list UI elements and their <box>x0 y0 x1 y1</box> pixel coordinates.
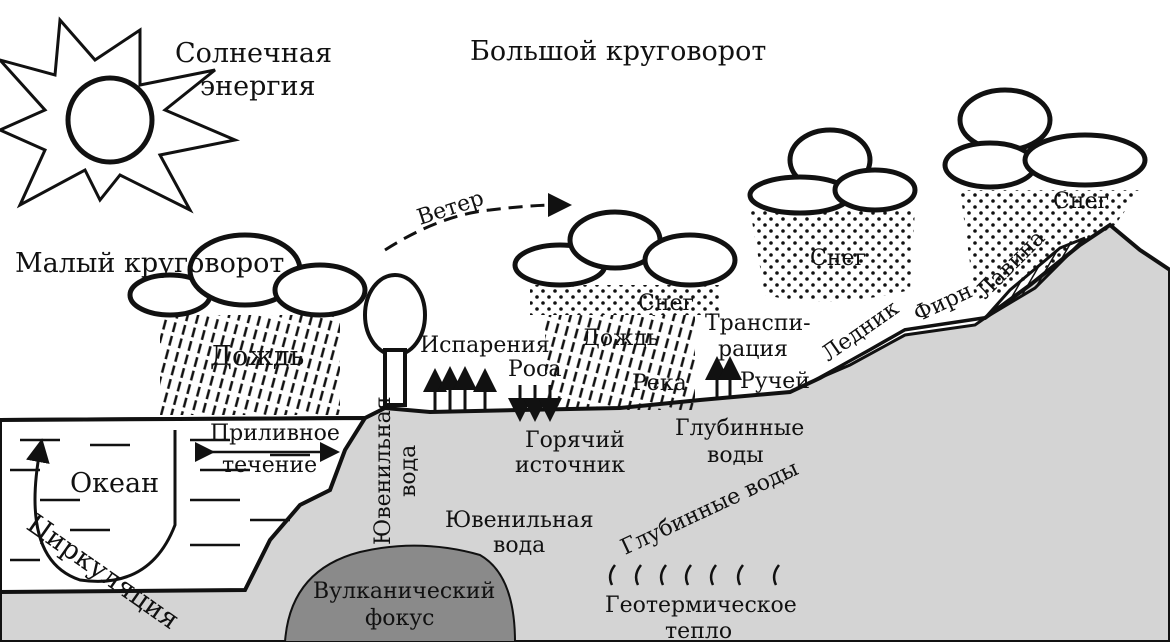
sun-icon <box>0 16 241 214</box>
volcanic-label-1: Вулканический <box>313 579 495 604</box>
cloud-right1 <box>747 127 918 216</box>
wind-arrow <box>384 193 572 252</box>
juvenile-label-2: вода <box>493 533 545 558</box>
rain-left-label: Дождь <box>210 341 304 372</box>
tree <box>363 273 427 407</box>
deep-water-1-label-1: Глубинные <box>675 416 804 441</box>
glacier <box>814 316 986 382</box>
geothermal-label-2: тепло <box>665 619 732 642</box>
dew-arrows <box>508 385 562 422</box>
circulation-arrow <box>26 430 177 583</box>
snow-right2-label: Снег <box>1053 189 1109 214</box>
geothermal-arrows <box>608 564 780 586</box>
wind-label: Ветер <box>414 186 487 231</box>
rain-mid <box>545 315 695 410</box>
snow-mid-label: Снег <box>638 291 694 316</box>
volcanic-focus <box>283 544 517 642</box>
juvenile-vertical-label-2: вода <box>396 445 421 497</box>
rain-mid-label: Дождь <box>582 326 659 351</box>
transpiration-label-1: Транспи- <box>705 311 811 336</box>
tidal-label-1: Приливное <box>210 421 340 446</box>
hot-spring-label-2: источник <box>515 453 625 478</box>
sun-label-1: Солнечная <box>175 38 332 69</box>
evaporation-label: Испарения <box>420 333 550 358</box>
geothermal-label-1: Геотермическое <box>605 593 797 618</box>
deep-water-1-label-2: воды <box>707 443 764 468</box>
cloud-left <box>127 232 368 318</box>
cloud-right2 <box>942 87 1148 190</box>
snow-right2 <box>960 190 1140 300</box>
transpiration-label-2: рация <box>718 337 788 362</box>
river-label: Река <box>632 371 687 396</box>
volcanic-label-2: фокус <box>365 606 434 631</box>
evaporation-arrows <box>423 366 497 410</box>
ocean-label: Океан <box>70 468 159 499</box>
tidal-label-2: течение <box>222 453 317 478</box>
juvenile-vertical-label-1: Ювенильная <box>371 396 396 545</box>
small-cycle-label: Малый круговорот <box>15 248 284 279</box>
hot-spring-label-1: Горячий <box>525 428 625 453</box>
stream-label: Ручей <box>740 369 810 394</box>
cloud-mid <box>512 209 738 288</box>
title: Большой круговорот <box>470 36 766 67</box>
snow-right1 <box>750 210 915 302</box>
snow-mid <box>530 285 720 315</box>
dew-label: Роса <box>508 357 562 382</box>
transpiration-arrows <box>705 356 742 398</box>
sun-label-2: энергия <box>200 71 316 102</box>
juvenile-label-1: Ювенильная <box>445 508 594 533</box>
snow-right1-label: Снег <box>810 246 866 271</box>
rain-left <box>160 315 340 415</box>
